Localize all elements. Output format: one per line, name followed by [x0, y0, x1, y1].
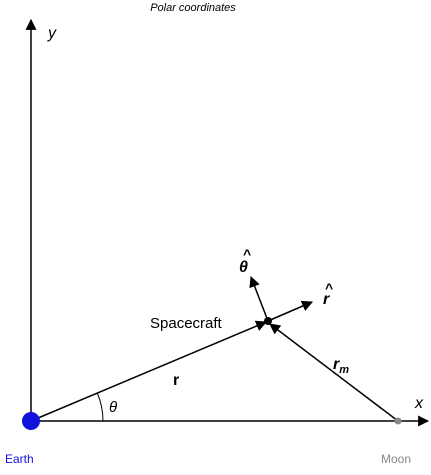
earth-dot: [22, 412, 40, 430]
earth-label: Earth: [5, 452, 34, 466]
theta-angle-arc: [96, 392, 104, 422]
r-hat-label: ^ r: [323, 280, 338, 308]
r-m-vector: [269, 323, 399, 422]
r-hat-letter: r: [323, 291, 330, 308]
r-vector: [30, 320, 268, 422]
spacecraft-dot: [264, 317, 272, 325]
moon-dot: [394, 417, 402, 425]
theta-hat-letter: θ: [239, 259, 248, 276]
r-m-main: r: [333, 356, 340, 373]
r-vector-label: r: [173, 372, 179, 389]
r-hat-vector: [267, 300, 314, 322]
theta-hat-vector: [249, 275, 269, 322]
moon-label: Moon: [381, 452, 411, 466]
theta-angle-label: θ: [109, 399, 117, 416]
r-m-subscript: m: [339, 364, 349, 376]
diagram-title: Polar coordinates: [150, 2, 236, 14]
y-axis-label: y: [47, 25, 57, 42]
r-hat-caret: ^: [325, 280, 333, 296]
r-m-vector-label: rm: [333, 356, 349, 376]
x-axis-label: x: [414, 395, 424, 412]
theta-hat-caret: ^: [243, 246, 251, 262]
spacecraft-label: Spacecraft: [150, 315, 223, 332]
theta-hat-label: ^ θ: [239, 246, 256, 276]
